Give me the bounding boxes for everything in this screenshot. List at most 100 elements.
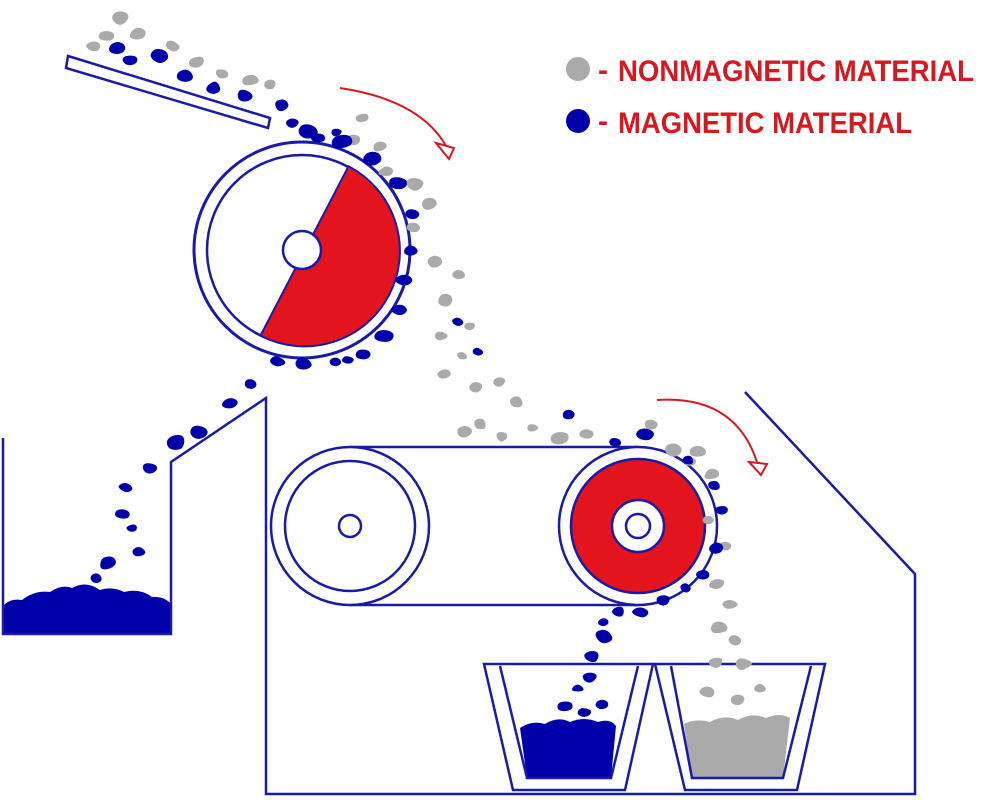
nonmagnetic-particle (708, 657, 723, 668)
magnetic-particle (584, 651, 599, 663)
magnetic-particle (395, 274, 413, 286)
nonmagnetic-particle (373, 141, 387, 152)
magnetic-particle (696, 569, 710, 580)
magnetic-particle (122, 55, 138, 66)
nonmagnetic-particle (406, 222, 420, 233)
nonmagnetic-particle (699, 686, 715, 698)
feed-chute (64, 54, 272, 130)
nonmagnetic-particle (457, 425, 473, 438)
nonmagnetic-particle (527, 424, 539, 432)
magnetic-pile (3, 584, 171, 634)
magnetic-head-pulley (557, 445, 719, 607)
legend-dash: - (598, 54, 608, 87)
nonmagnetic-particle (452, 270, 465, 280)
magnetic-hopper-pile (520, 719, 616, 778)
nonmagnetic-hopper (653, 662, 827, 792)
nonmagnetic-particle (689, 445, 706, 457)
magnetic-collection-bin (1, 391, 917, 796)
magnetic-particle (331, 134, 353, 149)
magnetic-particle (597, 618, 609, 627)
nonmagnetic-particle (464, 322, 476, 331)
nonmagnetic-particle (665, 443, 682, 457)
legend-dash: - (598, 105, 608, 138)
magnetic-particle (270, 356, 286, 367)
nonmagnetic-particle (378, 166, 394, 176)
nonmagnetic-particle (112, 11, 129, 25)
nonmagnetic-particle (264, 79, 276, 90)
nonmagnetic-particle (709, 579, 725, 589)
nonmagnetic-particle (644, 419, 658, 430)
nonmagnetic-particle (474, 418, 486, 430)
nonmagnetic-particle (754, 683, 766, 693)
magnetic-particle (636, 428, 654, 441)
magnetic-particle (109, 42, 126, 55)
nonmagnetic-particle (730, 694, 745, 706)
magnetic-particle (286, 118, 299, 128)
nonmagnetic-particle (579, 429, 594, 439)
magnetic-particle (90, 573, 102, 584)
nonmagnetic-particle (165, 40, 180, 52)
nonmagnetic-particle (129, 27, 146, 40)
legend-item-nonmagnetic: - NONMAGNETIC MATERIAL (566, 54, 974, 88)
magnetic-particle (595, 699, 609, 710)
nonmagnetic-particle (493, 377, 506, 387)
magnetic-particle (331, 128, 342, 137)
legend-item-magnetic: - MAGNETIC MATERIAL (566, 105, 912, 140)
magnetic-particle (341, 356, 354, 364)
rotation-arrow-drum (339, 87, 456, 161)
rotation-arrow-pulley (656, 398, 769, 477)
nonmagnetic-hopper-pile (684, 715, 790, 778)
drum-shaft (281, 229, 323, 271)
magnetic-particle (562, 409, 575, 420)
magnetic-swatch (566, 109, 590, 133)
nonmagnetic-particle (722, 599, 738, 609)
nonmagnetic-particle (215, 69, 229, 79)
magnetic-particle (595, 629, 613, 644)
magnetic-particle (237, 89, 253, 102)
magnetic-particle (557, 701, 573, 712)
magnetic-particle (472, 347, 484, 356)
nonmagnetic-particle (702, 515, 714, 525)
nonmagnetic-swatch (566, 57, 590, 81)
magnetic-particle (708, 480, 720, 491)
magnetic-particle (114, 509, 130, 519)
magnetic-particle (632, 607, 649, 618)
magnetic-particle (176, 69, 193, 82)
magnetic-particle (554, 723, 568, 733)
magnetic-particle (715, 506, 728, 515)
magnetic-particle (142, 463, 158, 474)
magnetic-particle (166, 434, 185, 450)
belt-conveyor (269, 445, 719, 607)
legend-label-magnetic: MAGNETIC MATERIAL (618, 107, 912, 140)
magnetic-particle (609, 438, 622, 447)
magnetic-drum (192, 140, 412, 360)
magnetic-particle (298, 124, 318, 139)
legend-label-nonmagnetic: NONMAGNETIC MATERIAL (618, 55, 974, 88)
nonmagnetic-particle (242, 74, 259, 86)
magnetic-hopper (482, 662, 655, 792)
nonmagnetic-particle (728, 635, 742, 646)
magnetic-particle (682, 455, 694, 465)
magnetic-particle (295, 357, 312, 370)
magnetic-particle (244, 379, 257, 389)
magnetic-particle (374, 329, 394, 342)
nonmagnetic-particle (437, 369, 451, 379)
magnetic-particle (132, 547, 146, 557)
nonmagnetic-particle (469, 382, 483, 393)
magnetic-particle (221, 398, 238, 409)
magnetic-particle (275, 99, 289, 112)
magnetic-particle (709, 542, 724, 554)
nonmagnetic-particle (355, 113, 369, 123)
nonmagnetic-particle (438, 293, 453, 307)
magnetic-particle (405, 209, 420, 220)
magnetic-particle (452, 317, 464, 326)
nonmagnetic-particle (188, 56, 204, 68)
nonmagnetic-particle (457, 352, 468, 360)
nonmagnetic-particle (496, 432, 508, 442)
magnetic-particle (206, 81, 221, 94)
nonmagnetic-particle (510, 396, 523, 408)
magnetic-particle (363, 151, 382, 166)
magnetic-particle (680, 583, 691, 593)
nonmagnetic-particle (98, 31, 115, 41)
